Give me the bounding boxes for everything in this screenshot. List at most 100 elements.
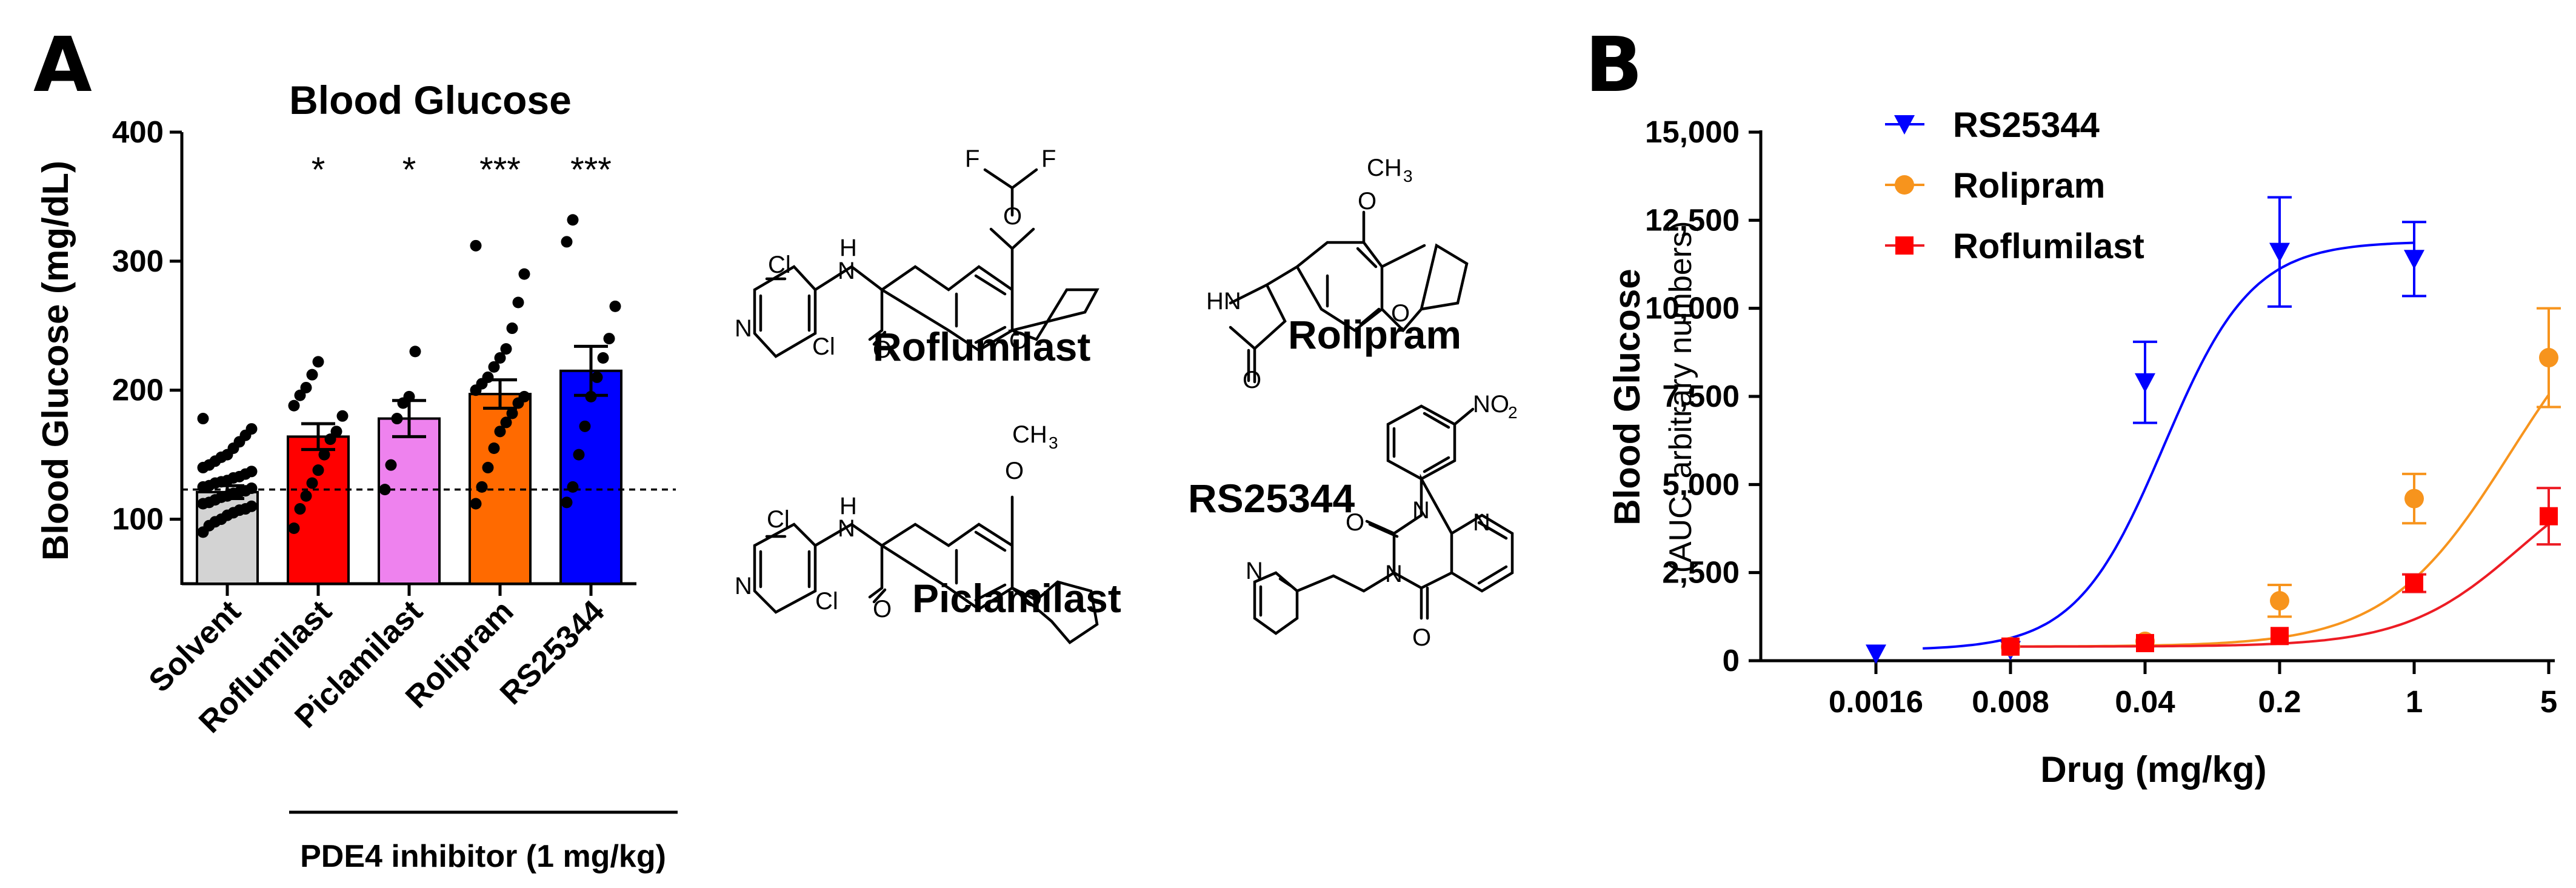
rs25344-atom-n-top: N: [1412, 497, 1430, 524]
rs25344-atom-no2-sub: 2: [1508, 403, 1518, 422]
roflumilast-atom-o-carbonyl: O: [873, 336, 892, 363]
data-point: [567, 214, 579, 226]
data-point: [579, 420, 591, 432]
rolipram-atom-hn: HN: [1206, 288, 1241, 315]
marker-rolipram: [2539, 348, 2558, 368]
chemical-structures: Cl N Cl H N O O F F O Roflumilast CH 3 O…: [735, 145, 1518, 651]
data-point: [506, 322, 518, 335]
roflumilast-atom-n-amide: N: [838, 258, 855, 284]
data-point: [506, 407, 518, 419]
data-point: [482, 461, 494, 473]
data-point: [245, 423, 258, 435]
panel-a: A Blood Glucose Blood Glucose (mg/dL) 10…: [33, 21, 678, 874]
bar-chart-y-tick-label: 100: [112, 502, 164, 536]
piclamilast-atom-o-methoxy: O: [1005, 458, 1024, 484]
data-point: [500, 416, 512, 429]
roflumilast-atom-f-left: F: [965, 145, 979, 172]
line-chart-x-axis-label: Drug (mg/kg): [2040, 749, 2266, 790]
marker-roflumilast: [2136, 633, 2154, 652]
marker-rs25344: [1866, 644, 1886, 664]
line-chart-y-tick-label: 0: [1723, 643, 1740, 678]
data-point: [318, 449, 330, 461]
rolipram-bonds: [1229, 210, 1469, 384]
line-chart-y-tick-label: 2,500: [1662, 555, 1740, 590]
data-point: [197, 413, 209, 425]
data-point: [385, 459, 397, 471]
roflumilast-atom-cl-bottom: Cl: [812, 333, 835, 360]
panel-b-letter: B: [1585, 21, 1643, 109]
data-point: [591, 371, 603, 383]
piclamilast-atom-n-amide: N: [838, 515, 855, 542]
data-point: [294, 389, 306, 401]
line-chart-x-tick-label: 0.2: [2258, 684, 2301, 719]
line-chart-markers: [1866, 242, 2558, 664]
bar-chart-y-tick-label: 300: [112, 244, 164, 278]
data-point: [494, 352, 506, 364]
data-point: [288, 522, 300, 534]
data-point: [300, 490, 312, 502]
data-point: [494, 426, 506, 438]
legend-label-roflumilast: Roflumilast: [1953, 227, 2144, 266]
legend-marker-rs25344: [1894, 115, 1915, 135]
roflumilast-bonds: [753, 227, 1099, 358]
data-point: [379, 484, 391, 496]
data-point: [518, 390, 530, 402]
data-point: [245, 466, 258, 478]
legend-label-rs25344: RS25344: [1953, 105, 2100, 145]
line-chart-x-tick-label: 0.0016: [1829, 684, 1923, 719]
structure-piclamilast: Cl N Cl H N O CH 3 O O Piclamilast: [735, 421, 1121, 644]
data-point: [312, 356, 324, 368]
bar-chart-categories: SolventRoflumilastPiclamilastRolipramRS2…: [142, 584, 612, 740]
piclamilast-atom-h: H: [839, 493, 857, 519]
roflumilast-atom-f-right: F: [1041, 145, 1056, 172]
data-point: [306, 369, 318, 381]
legend-marker-roflumilast: [1895, 236, 1914, 255]
data-point: [300, 381, 312, 393]
piclamilast-atom-o-carbonyl: O: [873, 596, 892, 623]
data-point: [573, 449, 585, 461]
bar-chart-y-tick-label: 400: [112, 115, 164, 149]
line-chart-x-tick-label: 0.008: [1972, 684, 2049, 719]
structure-rolipram: CH 3 O O HN O Rolipram: [1206, 155, 1469, 393]
data-point: [518, 268, 530, 280]
rs25344-atom-o-left: O: [1346, 509, 1364, 536]
significance-marker-rs25344: ***: [570, 150, 612, 190]
line-chart-x-tick-label: 0.04: [2115, 684, 2175, 719]
marker-rolipram: [2404, 489, 2424, 509]
line-chart-y-tick-label: 12,500: [1645, 202, 1740, 237]
rs25344-atom-n-pyridine-fused: N: [1473, 509, 1490, 536]
marker-roflumilast: [2001, 637, 2020, 656]
data-point: [324, 433, 336, 446]
legend-label-rolipram: Rolipram: [1953, 166, 2105, 205]
data-point: [512, 296, 524, 309]
bar-chart-x-axis-label: PDE4 inhibitor (1 mg/kg): [300, 839, 666, 874]
marker-rs25344: [2135, 373, 2155, 393]
line-chart-y-tick-label: 5,000: [1662, 467, 1740, 501]
data-point: [500, 343, 512, 355]
roflumilast-atom-n-ring: N: [735, 315, 752, 342]
marker-roflumilast: [2540, 507, 2558, 526]
data-point: [306, 477, 318, 489]
rs25344-atom-n-bottom: N: [1385, 561, 1403, 587]
data-point: [245, 482, 258, 494]
rs25344-bonds: [1253, 404, 1514, 635]
piclamilast-atom-n-ring: N: [735, 573, 752, 599]
line-chart-y-tick-label: 15,000: [1645, 115, 1740, 149]
roflumilast-atom-o-ether: O: [1009, 327, 1028, 354]
marker-roflumilast: [2405, 574, 2423, 593]
rolipram-atom-ch3: CH: [1367, 155, 1402, 181]
data-point: [567, 481, 579, 493]
line-chart-x-tick-label: 1: [2406, 684, 2423, 719]
rolipram-name: Rolipram: [1288, 312, 1461, 357]
panel-a-letter: A: [33, 21, 92, 109]
rs25344-name: RS25344: [1188, 476, 1355, 521]
rolipram-atom-o-methoxy: O: [1358, 188, 1376, 215]
bar-chart-error-bars: [210, 344, 608, 501]
piclamilast-name: Piclamilast: [912, 576, 1121, 621]
marker-rs25344: [2404, 250, 2424, 270]
data-point: [597, 352, 609, 364]
data-point: [476, 481, 488, 493]
